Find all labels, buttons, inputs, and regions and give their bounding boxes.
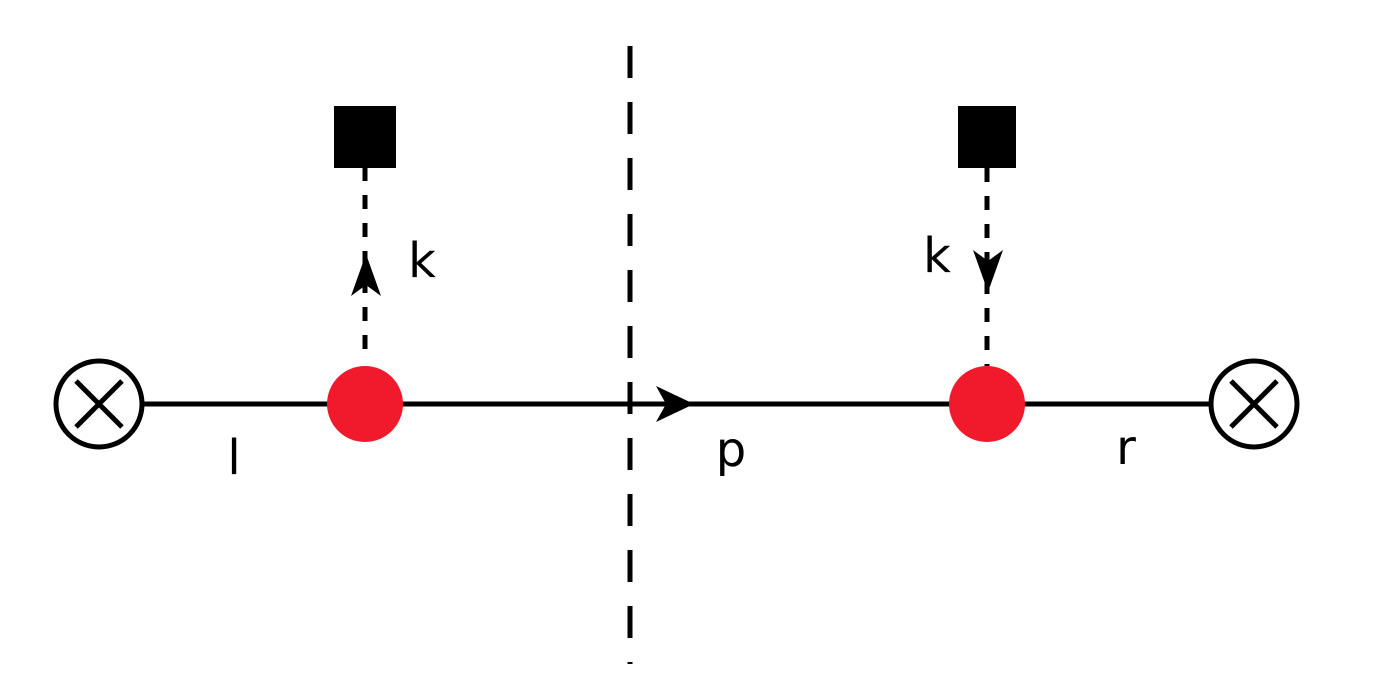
right-dashed-arrow-icon xyxy=(973,250,1003,292)
left-endpoint-circle-cross-icon xyxy=(53,358,145,450)
left-vertex xyxy=(327,366,403,442)
right-source-square-icon xyxy=(958,106,1016,168)
label-p: p xyxy=(716,422,746,478)
label-l: l xyxy=(227,430,240,486)
label-k-left: k xyxy=(408,233,436,289)
label-k-right: k xyxy=(923,228,951,284)
label-r: r xyxy=(1116,420,1136,476)
right-endpoint-circle-cross-icon xyxy=(1208,358,1300,450)
propagator-arrow-icon xyxy=(656,386,694,422)
right-vertex xyxy=(949,366,1025,442)
left-source-square-icon xyxy=(334,106,396,168)
left-dashed-arrow-icon xyxy=(351,254,381,296)
